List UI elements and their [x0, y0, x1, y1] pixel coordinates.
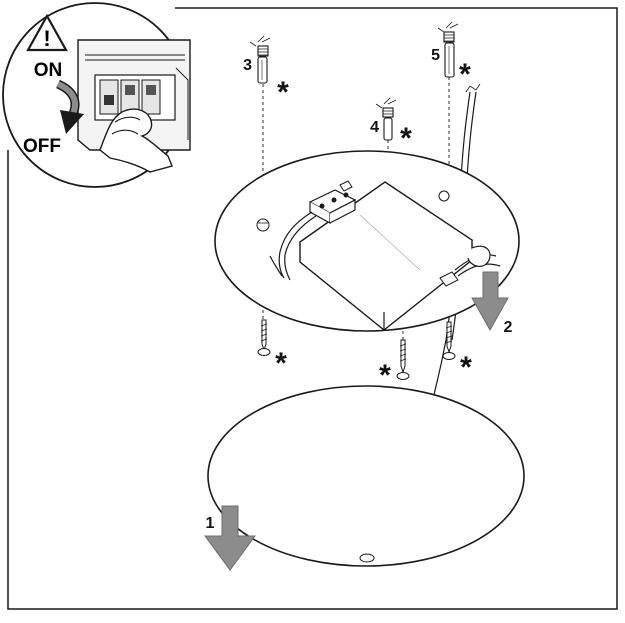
screw-bottom-left [257, 319, 271, 356]
screw-3 [249, 35, 271, 84]
screw-marker: * [277, 76, 289, 109]
screw-marker: * [460, 351, 472, 384]
screw-number-3: 3 [243, 57, 252, 74]
screw-bottom-middle [396, 339, 410, 380]
remove-canopy-arrow-icon [471, 271, 509, 332]
screw-marker: * [400, 122, 412, 155]
screw-4 [375, 97, 397, 141]
screw-5 [437, 21, 459, 78]
cable-clamp [439, 245, 491, 287]
screw-marker: * [275, 347, 287, 380]
breaker-switch [104, 95, 114, 105]
screw-bottom-right [442, 321, 456, 360]
on-to-off-arrow-icon [55, 79, 84, 134]
terminal-block [308, 180, 357, 225]
step-number-2: 2 [504, 319, 513, 336]
frame-border [7, 7, 618, 610]
remove-cover-arrow-icon [204, 505, 256, 571]
step-number-1: 1 [206, 515, 215, 532]
breaker-panel [77, 39, 191, 151]
screw-marker: * [379, 359, 391, 392]
on-label: ON [34, 60, 63, 81]
screw-number-5: 5 [431, 47, 440, 64]
off-label: OFF [23, 136, 61, 157]
screw-number-4: 4 [370, 119, 379, 136]
warning-exclamation: ! [43, 26, 50, 51]
hand-illustration [99, 108, 173, 173]
power-off-inset: ! ON OFF [2, 2, 191, 188]
warning-triangle-icon: ! [26, 13, 68, 52]
lamp-cover [207, 385, 525, 567]
screw-marker: * [459, 58, 471, 91]
